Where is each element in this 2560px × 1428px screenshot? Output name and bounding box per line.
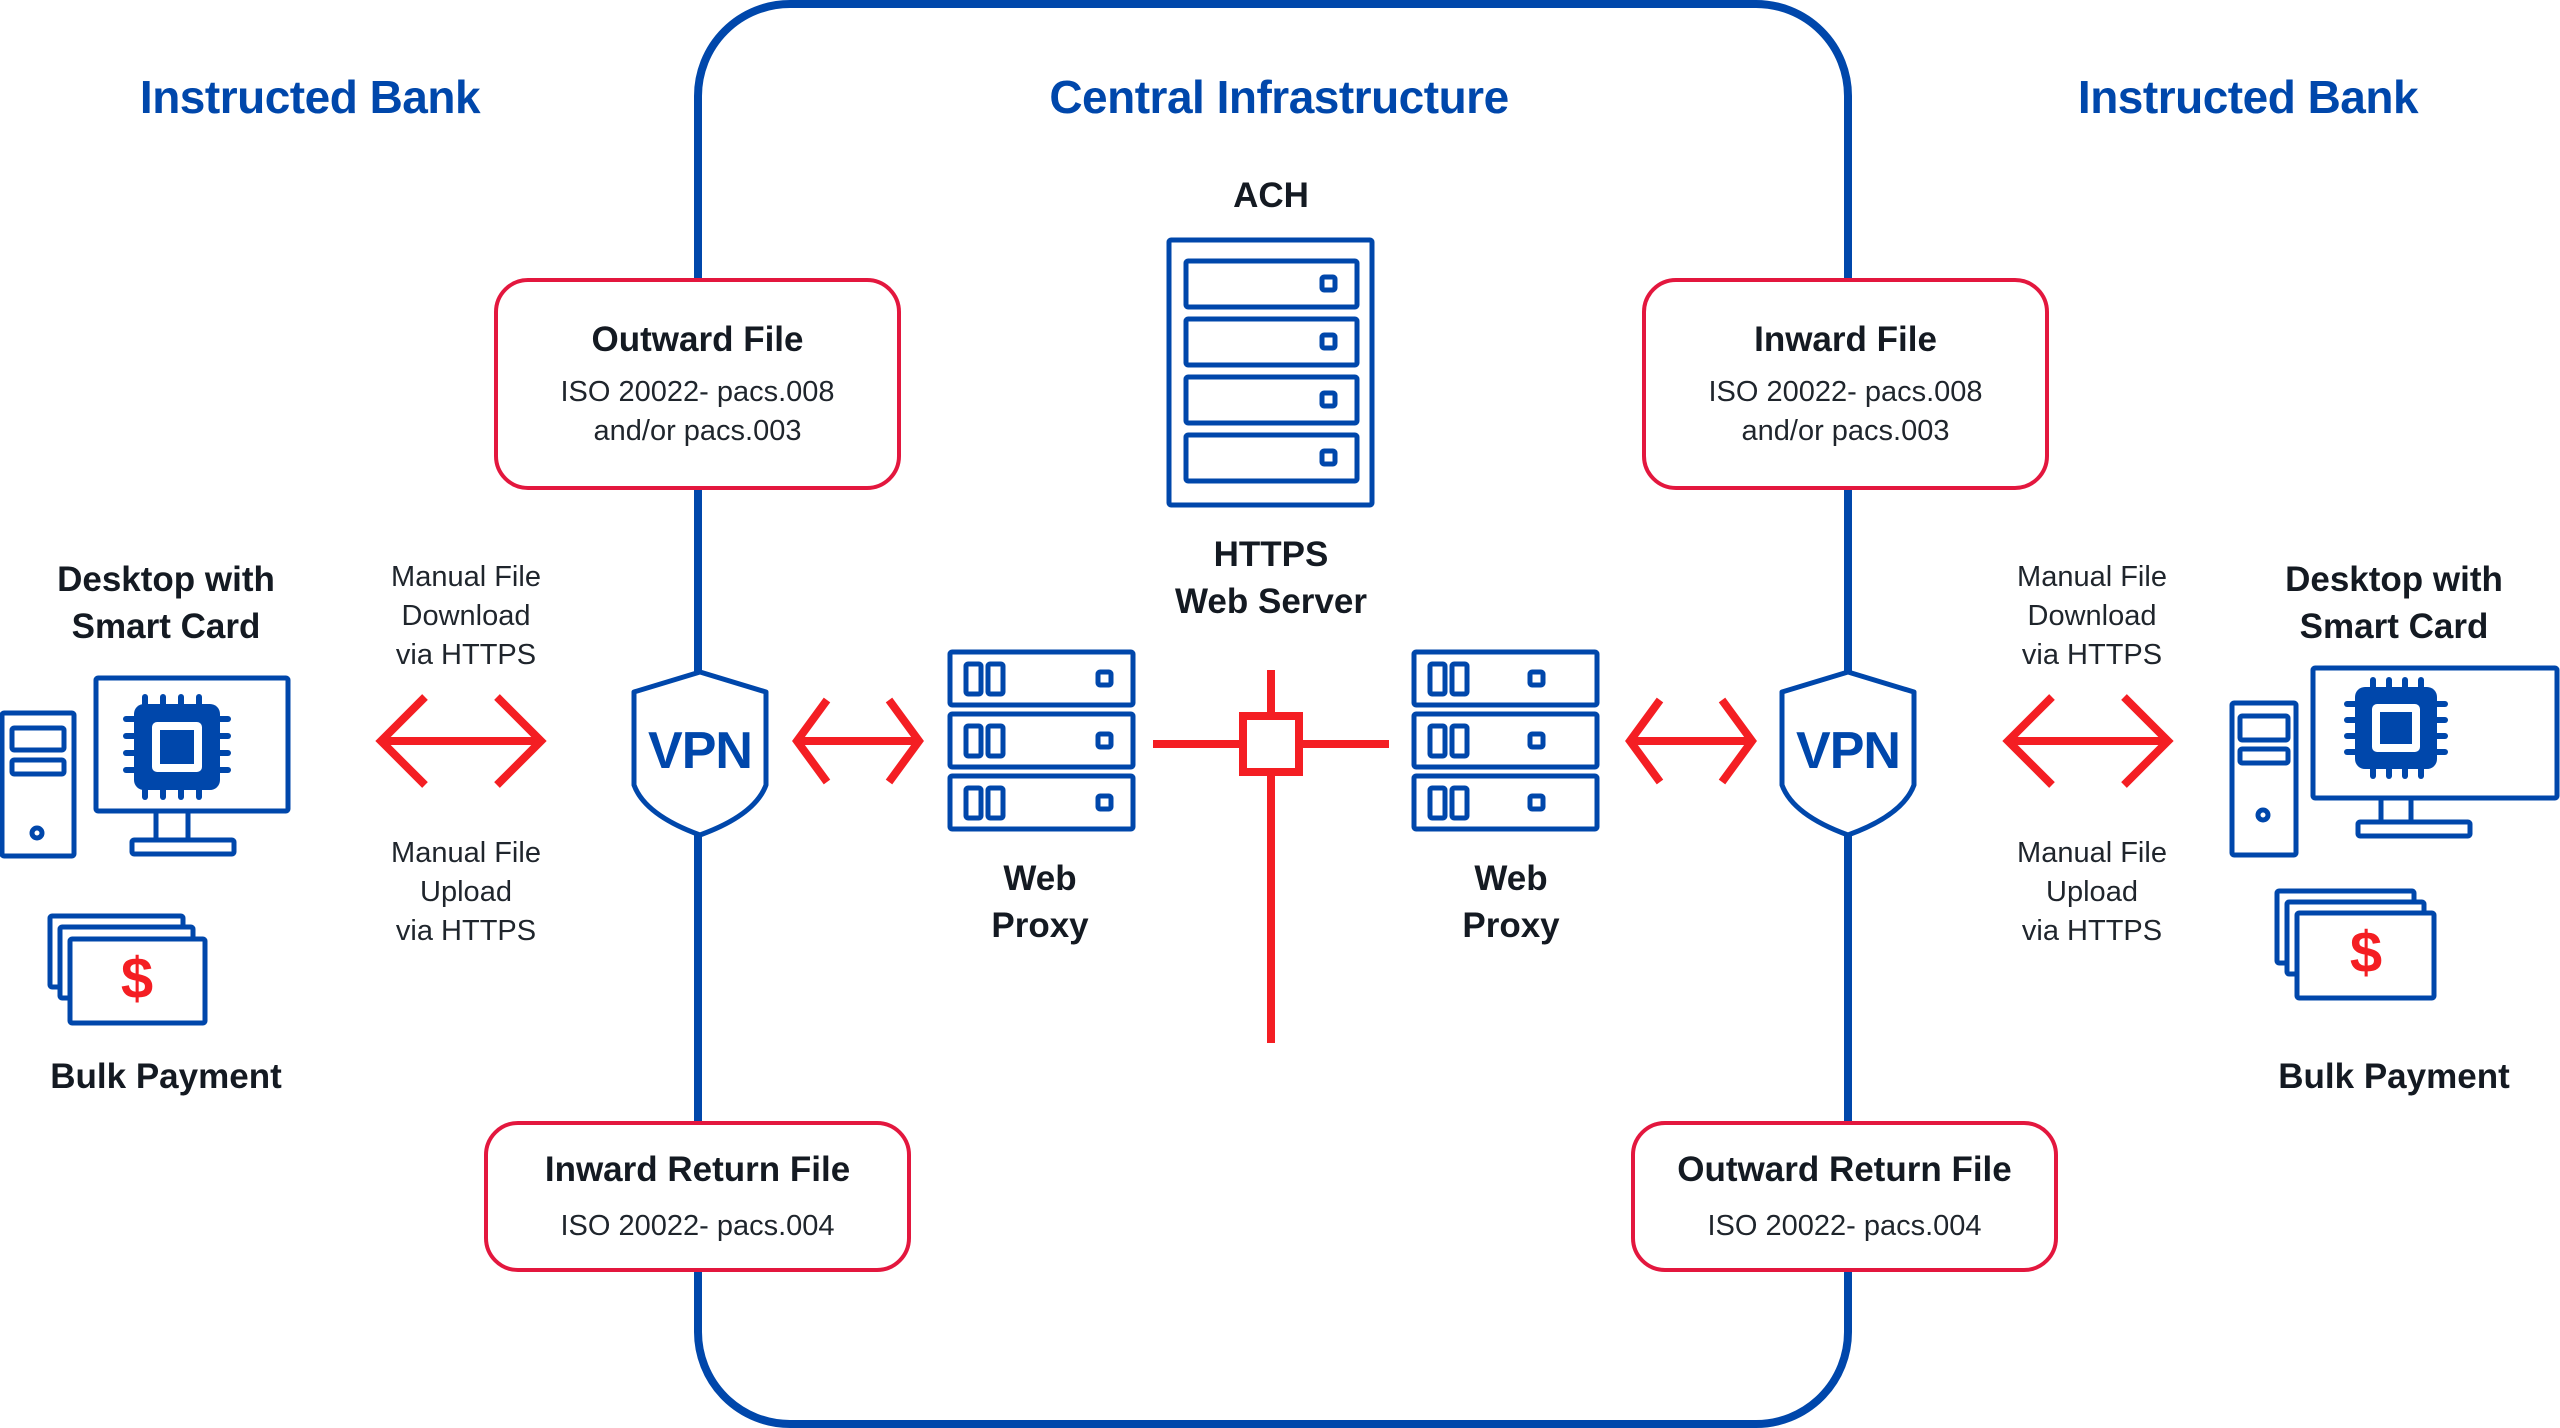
ach-server-icon — [1166, 237, 1375, 508]
right-desktop-label-line1: Desktop with — [2285, 560, 2503, 599]
right-proxy-vpn-arrow-icon — [1625, 697, 1757, 785]
left-desktop-icon — [0, 675, 291, 859]
network-hub-icon — [1153, 670, 1389, 1043]
right-download-label-line3: via HTTPS — [2021, 639, 2163, 671]
right-dollar-sign-icon: $ — [2350, 920, 2382, 985]
right-desktop-icon — [2229, 665, 2560, 858]
left-download-label-line3: via HTTPS — [395, 639, 537, 671]
right-vpn-label: VPN — [1796, 722, 1900, 780]
inward-return-file-box: Inward Return File ISO 20022- pacs.004 — [484, 1121, 911, 1272]
right-upload-label-line3: via HTTPS — [2021, 915, 2163, 947]
left-download-label-line2: Download — [401, 600, 531, 632]
left-desktop-label-line1: Desktop with — [57, 560, 275, 599]
right-smart-card-chip-icon — [2344, 677, 2448, 779]
outward-file-box: Outward File ISO 20022- pacs.008 and/or … — [494, 278, 901, 490]
web-server-label-line2: Web Server — [1175, 582, 1367, 621]
left-vpn-shield-icon — [631, 669, 769, 838]
left-vpn-label: VPN — [648, 722, 752, 780]
left-desktop-label-line2: Smart Card — [71, 607, 261, 646]
right-desktop-label-line2: Smart Card — [2299, 607, 2489, 646]
right-download-label-line1: Manual File — [2017, 561, 2167, 593]
left-bank-transfer-arrow-icon — [375, 694, 547, 788]
right-bulk-payment-icon — [2274, 888, 2437, 1001]
outward-file-title: Outward File — [591, 320, 804, 359]
right-bulk-payment-label: Bulk Payment — [2278, 1057, 2510, 1096]
left-bulk-payment-icon — [47, 913, 208, 1026]
left-vpn-proxy-arrow-icon — [792, 697, 924, 785]
left-smart-card-chip-icon — [123, 694, 231, 800]
right-section-title: Instructed Bank — [2077, 71, 2419, 123]
inward-file-box: Inward File ISO 20022- pacs.008 and/or p… — [1642, 278, 2049, 490]
web-server-label-line1: HTTPS — [1213, 535, 1329, 574]
left-upload-label-line2: Upload — [420, 876, 512, 908]
inward-file-format-line1: ISO 20022- pacs.008 — [1708, 376, 1983, 408]
outward-return-file-box: Outward Return File ISO 20022- pacs.004 — [1631, 1121, 2058, 1272]
left-upload-label-line3: via HTTPS — [395, 915, 537, 947]
right-download-label-line2: Download — [2027, 600, 2157, 632]
inward-file-title: Inward File — [1754, 320, 1937, 359]
left-upload-label-line1: Manual File — [391, 837, 541, 869]
left-proxy-label-line2: Proxy — [991, 906, 1089, 945]
left-section-title: Instructed Bank — [139, 71, 481, 123]
right-proxy-label-line2: Proxy — [1462, 906, 1560, 945]
inward-file-format-line2: and/or pacs.003 — [1741, 415, 1950, 447]
right-proxy-label-line1: Web — [1474, 859, 1548, 898]
center-section-title: Central Infrastructure — [1049, 71, 1509, 123]
ach-label: ACH — [1233, 176, 1309, 215]
inward-return-file-format: ISO 20022- pacs.004 — [560, 1210, 835, 1242]
right-upload-label-line2: Upload — [2046, 876, 2138, 908]
outward-file-format-line2: and/or pacs.003 — [593, 415, 802, 447]
left-dollar-sign-icon: $ — [121, 946, 153, 1011]
outward-return-file-title: Outward Return File — [1677, 1150, 2012, 1189]
right-web-proxy-icon — [1411, 649, 1600, 832]
left-download-label-line1: Manual File — [391, 561, 541, 593]
outward-return-file-format: ISO 20022- pacs.004 — [1707, 1210, 1982, 1242]
left-bulk-payment-label: Bulk Payment — [50, 1057, 282, 1096]
left-web-proxy-icon — [947, 649, 1136, 832]
right-upload-label-line1: Manual File — [2017, 837, 2167, 869]
outward-file-format-line1: ISO 20022- pacs.008 — [560, 376, 835, 408]
right-vpn-shield-icon — [1779, 669, 1917, 838]
inward-return-file-title: Inward Return File — [544, 1150, 851, 1189]
right-bank-transfer-arrow-icon — [2002, 694, 2174, 788]
left-proxy-label-line1: Web — [1003, 859, 1077, 898]
